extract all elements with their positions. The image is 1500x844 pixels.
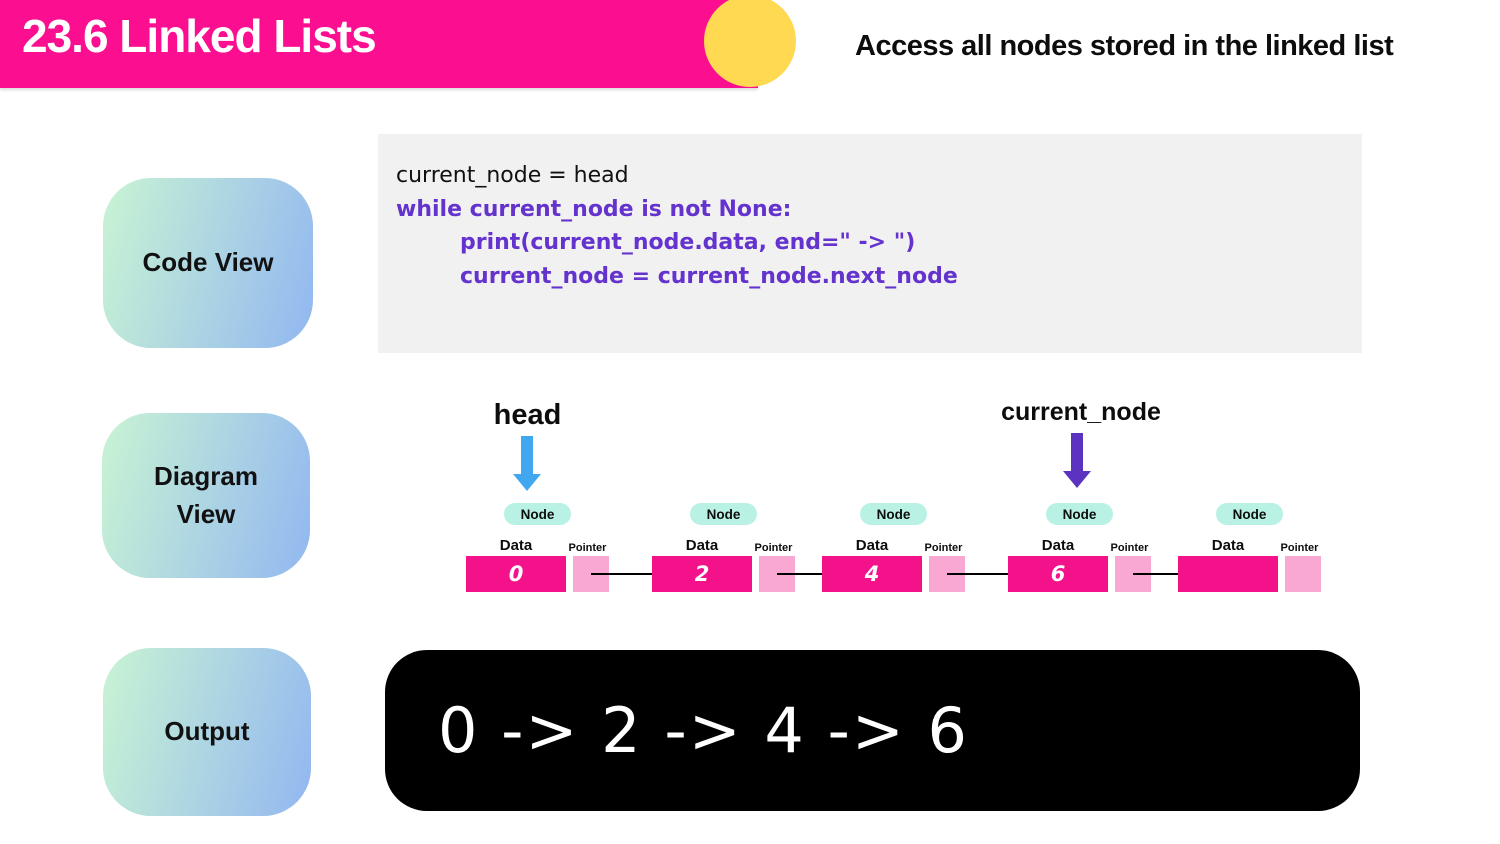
output-label: Output (164, 716, 250, 747)
node-badge: Node (690, 503, 757, 525)
pointer-label: Pointer (1280, 542, 1319, 554)
head-arrow-icon (513, 436, 541, 491)
output-card-label-box: Output (103, 648, 311, 816)
code-line: current_node = head (396, 163, 629, 188)
head-arrow-tip (513, 474, 541, 491)
current-node-arrow-icon (1063, 433, 1091, 488)
data-box: 2 (652, 556, 752, 592)
diagram-view-label: Diagram View (153, 460, 259, 529)
node-badge: Node (860, 503, 927, 525)
pointer-box (1285, 556, 1321, 592)
linked-list-node: Node Data Pointer 6 (1008, 503, 1191, 592)
next-pointer-arrow-icon (591, 568, 661, 579)
data-box (1178, 556, 1278, 592)
output-text: 0 -> 2 -> 4 -> 6 (438, 694, 969, 767)
data-label: Data (1211, 537, 1245, 554)
linked-list-node: Node Data Pointer 4 (822, 503, 1017, 592)
code-view-card: Code View (103, 178, 313, 348)
pointer-label: Pointer (1110, 542, 1149, 554)
node-badge: Node (1046, 503, 1113, 525)
data-label: Data (499, 537, 533, 554)
head-pointer-label: head (493, 399, 562, 431)
pointer-label: Pointer (924, 542, 963, 554)
linked-list-diagram: Node Data Pointer 0 Node Data Pointer 2 … (0, 503, 1500, 613)
head-arrow-shaft (521, 436, 533, 474)
code-line: while current_node is not None: (396, 196, 792, 222)
current-node-arrow-tip (1063, 471, 1091, 488)
pointer-label: Pointer (568, 542, 607, 554)
next-pointer-arrow-icon (1133, 568, 1191, 579)
data-label: Data (855, 537, 889, 554)
linked-list-node: Node Data Pointer 0 (466, 503, 661, 592)
node-badge: Node (504, 503, 571, 525)
code-line: print(current_node.data, end=" -> ") (460, 230, 916, 255)
data-box: 4 (822, 556, 922, 592)
current-node-arrow-shaft (1071, 433, 1083, 471)
pointer-label: Pointer (754, 542, 793, 554)
next-pointer-arrow-icon (777, 568, 835, 579)
node-badge: Node (1216, 503, 1283, 525)
code-view-label: Code View (142, 247, 274, 278)
code-panel: current_node = head while current_node is… (378, 134, 1362, 353)
header-bar (0, 0, 758, 88)
data-label: Data (685, 537, 719, 554)
header-circle-decoration (704, 0, 796, 87)
data-box: 0 (466, 556, 566, 592)
linked-list-node: Node Data Pointer (1178, 503, 1321, 592)
data-box: 6 (1008, 556, 1108, 592)
data-label: Data (1041, 537, 1075, 554)
linked-list-node: Node Data Pointer 2 (652, 503, 835, 592)
output-console: 0 -> 2 -> 4 -> 6 (385, 650, 1360, 811)
next-pointer-arrow-icon (947, 568, 1017, 579)
current-node-pointer-label: current_node (1001, 398, 1161, 426)
page-title: 23.6 Linked Lists (22, 10, 377, 62)
diagram-view-card: Diagram View (102, 413, 310, 578)
page-subtitle: Access all nodes stored in the linked li… (855, 30, 1394, 62)
code-line: current_node = current_node.next_node (460, 263, 958, 289)
